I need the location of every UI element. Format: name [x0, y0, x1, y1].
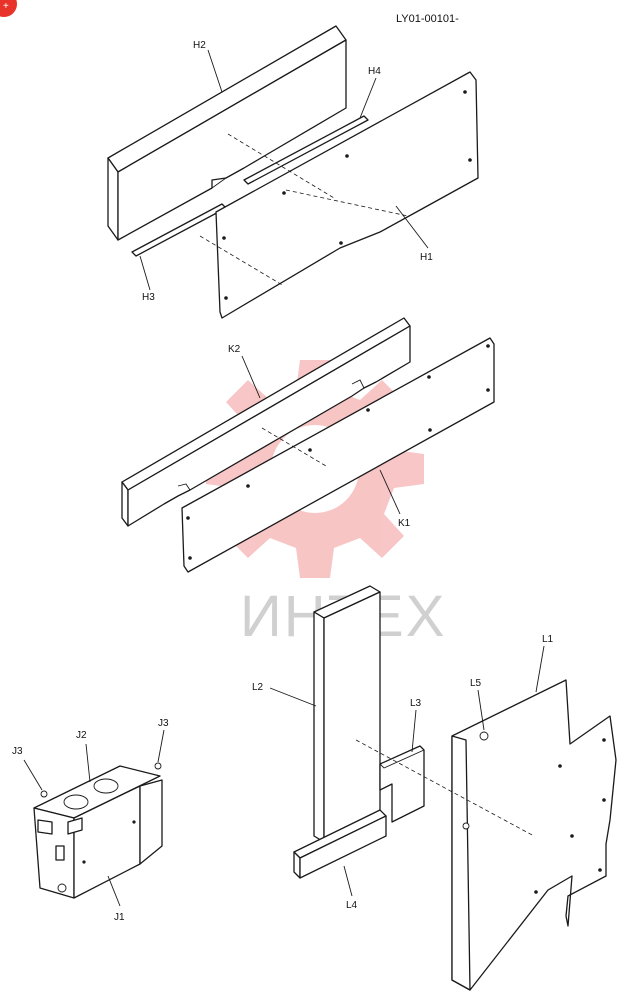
callout-h4: H4 [368, 66, 381, 77]
part-j2-plate [33, 765, 161, 819]
callout-l5: L5 [470, 678, 482, 689]
callout-j1: J1 [114, 912, 125, 923]
part-group-l: L2 L3 L4 L1 L5 [252, 585, 617, 991]
callout-j2: J2 [76, 730, 87, 741]
svg-text:+: + [3, 1, 9, 12]
callout-h1: H1 [420, 252, 433, 263]
part-group-j: J3 J2 J3 J1 [12, 718, 169, 923]
callout-j3-right: J3 [158, 718, 169, 729]
callout-k2: K2 [228, 344, 241, 355]
callout-l4: L4 [346, 900, 358, 911]
callout-h2: H2 [193, 40, 206, 51]
callout-l2: L2 [252, 682, 264, 693]
part-k2-bar [121, 317, 411, 527]
part-l3-block [379, 745, 425, 823]
part-h1-panel [215, 71, 479, 319]
part-h4-strip [243, 115, 369, 185]
part-k1-panel [181, 337, 495, 573]
corner-badge-icon: + [0, 0, 17, 17]
part-j3-screw-right [154, 762, 162, 770]
part-j1-box [33, 779, 163, 899]
reference-code: LY01-00101- [396, 13, 459, 25]
callout-h3: H3 [142, 292, 155, 303]
part-l2-block [313, 585, 381, 843]
part-group-k: K2 K1 [121, 317, 495, 573]
callout-k1: K1 [398, 518, 411, 529]
callout-l3: L3 [410, 698, 422, 709]
part-group-h: H2 H4 H3 H1 [107, 25, 479, 319]
callout-j3-left: J3 [12, 746, 23, 757]
part-h2-block [107, 25, 347, 241]
part-l1-panel [451, 679, 617, 991]
callout-l1: L1 [542, 634, 554, 645]
part-j3-screw-left [40, 790, 48, 798]
part-l4-bar [293, 809, 387, 879]
part-l5-grommet [479, 731, 489, 741]
